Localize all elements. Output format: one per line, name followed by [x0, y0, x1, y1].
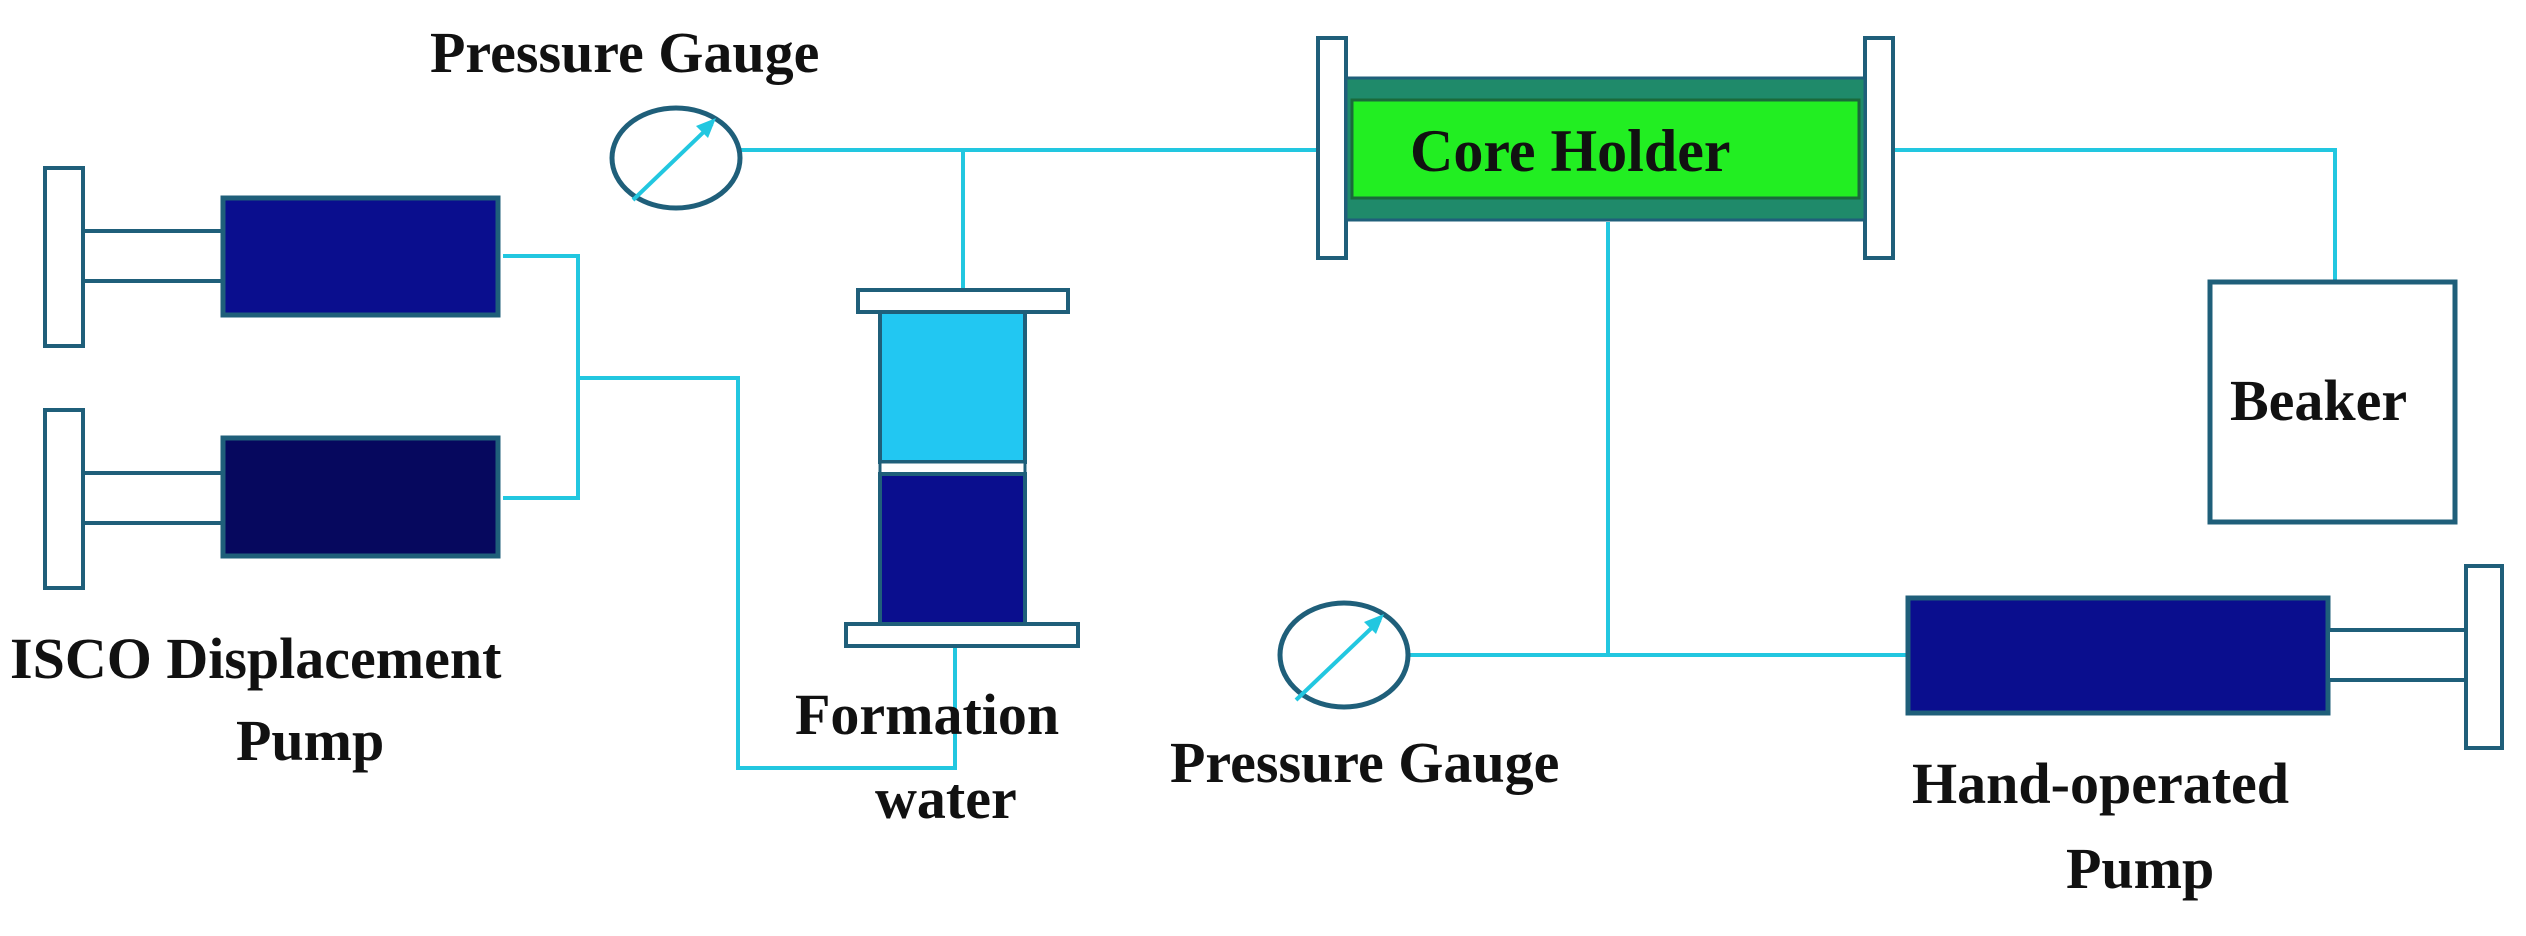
core-holder-core — [1350, 98, 1861, 200]
label-pressure-gauge-top: Pressure Gauge — [430, 20, 819, 85]
isco-pump-upper — [43, 166, 501, 348]
label-isco-line1: ISCO Displacement — [10, 626, 502, 691]
pipe-isco-lower — [503, 378, 580, 500]
isco-pump-lower — [43, 408, 501, 590]
label-isco-line2: Pump — [236, 708, 384, 773]
core-holder-right-flange — [1863, 36, 1895, 260]
label-formation-line2: water — [875, 766, 1017, 831]
formation-water-vessel — [844, 288, 1080, 648]
pipe-isco-to-formation — [578, 376, 957, 770]
pipe-lines — [503, 148, 2337, 770]
pipe-isco-upper — [503, 254, 580, 378]
isco-pump-lower-rod — [81, 471, 225, 525]
pressure-gauge-top — [609, 105, 743, 211]
pressure-gauge-bottom-needle — [1294, 618, 1382, 702]
formation-vessel-top-cap — [856, 288, 1070, 314]
label-core-holder: Core Holder — [1410, 118, 1730, 184]
isco-pump-lower-barrel — [220, 435, 501, 559]
isco-pump-upper-rod — [81, 229, 225, 283]
label-formation-line1: Formation — [795, 682, 1059, 747]
hand-pump-handle — [2464, 564, 2504, 750]
pressure-gauge-top-arrowhead — [696, 118, 716, 138]
hand-pump-barrel — [1905, 595, 2331, 716]
formation-vessel-water — [878, 310, 1027, 464]
label-beaker: Beaker — [2230, 368, 2407, 433]
isco-pump-upper-handle — [43, 166, 85, 348]
formation-vessel-fluid — [878, 472, 1027, 626]
label-hand-line1: Hand-operated — [1912, 751, 2289, 816]
label-hand-line2: Pump — [2066, 836, 2214, 901]
pressure-gauge-top-needle — [631, 122, 714, 202]
hand-operated-pump — [1905, 564, 2504, 750]
beaker — [2207, 279, 2458, 525]
core-holder-left-flange — [1316, 36, 1348, 260]
pressure-gauge-bottom-arrowhead — [1364, 614, 1384, 634]
hand-pump-rod — [2326, 628, 2468, 682]
pressure-gauge-bottom — [1277, 600, 1411, 710]
label-pressure-gauge-bottom: Pressure Gauge — [1170, 730, 1559, 795]
core-holder — [1316, 36, 1895, 260]
isco-pump-lower-handle — [43, 408, 85, 590]
formation-vessel-bottom-cap — [844, 622, 1080, 648]
isco-pump-upper-barrel — [220, 195, 501, 318]
